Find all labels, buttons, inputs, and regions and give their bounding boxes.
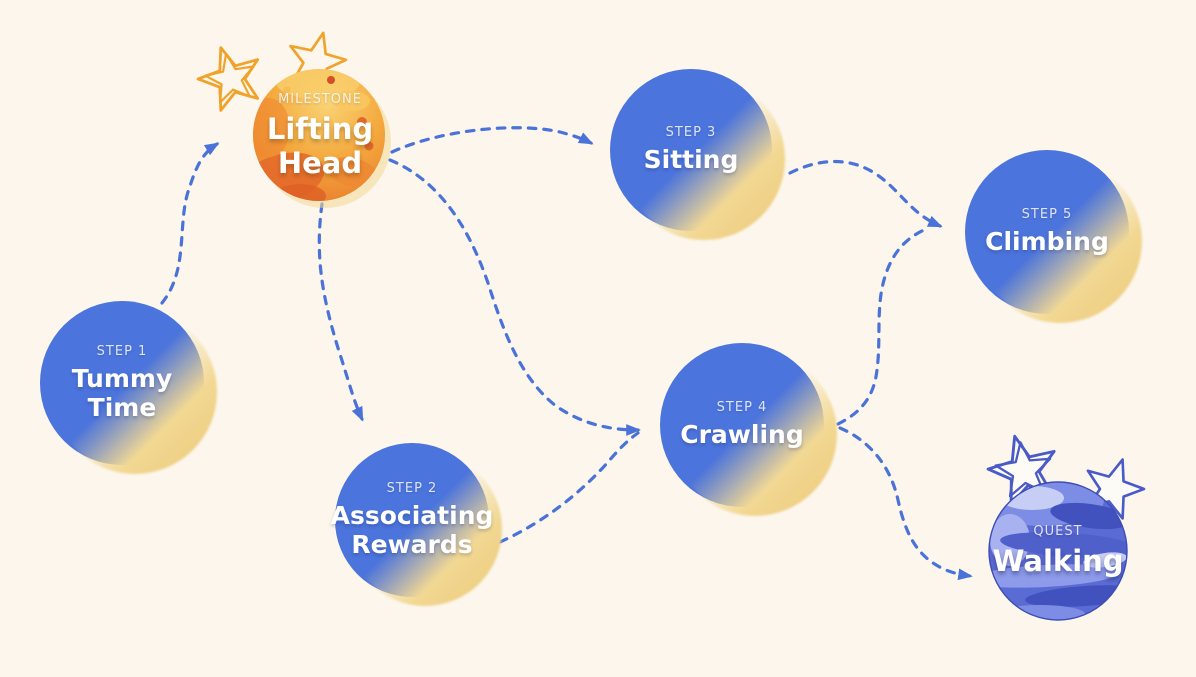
node-sitting: STEP 3 Sitting — [610, 69, 772, 231]
connector-lifting-to-sitting — [390, 126, 594, 154]
connector-sitting-to-climb — [788, 159, 943, 228]
connector-tummy-to-lifting — [160, 142, 220, 305]
connector-assoc-to-crawl — [498, 431, 640, 544]
connector-crawl-to-climb — [836, 228, 926, 426]
node-crawling: STEP 4 Crawling — [660, 343, 824, 507]
node-kicker: STEP 4 — [716, 400, 768, 416]
connector-lifting-to-crawl — [388, 158, 641, 436]
milestone-star-left-icon — [196, 46, 260, 112]
node-kicker: STEP 5 — [1021, 207, 1073, 223]
node-title: Sitting — [643, 145, 739, 175]
connector-crawl-to-walk — [838, 426, 973, 581]
node-title: Walking — [992, 543, 1124, 578]
connector-lifting-to-assoc — [317, 202, 364, 422]
quest-star-right-icon — [1086, 458, 1146, 520]
node-title: Tummy Time — [71, 363, 173, 423]
node-associating-rewards: STEP 2 Associating Rewards — [331, 443, 493, 597]
node-kicker: STEP 2 — [386, 480, 438, 496]
node-kicker: MILESTONE — [278, 91, 362, 107]
node-tummy-time: STEP 1 Tummy Time — [40, 301, 204, 465]
node-lifting-head: MILESTONE Lifting Head — [244, 62, 396, 210]
node-kicker: STEP 3 — [665, 125, 717, 141]
node-kicker: STEP 1 — [96, 343, 148, 359]
node-title: Associating Rewards — [330, 500, 494, 560]
quest-planet-icon — [988, 481, 1128, 621]
node-title: Lifting Head — [266, 111, 374, 180]
node-title: Climbing — [985, 227, 1109, 257]
node-kicker: QUEST — [1033, 523, 1083, 539]
node-title: Crawling — [680, 420, 804, 450]
node-climbing: STEP 5 Climbing — [965, 150, 1129, 314]
node-walking: QUEST Walking — [986, 479, 1130, 623]
